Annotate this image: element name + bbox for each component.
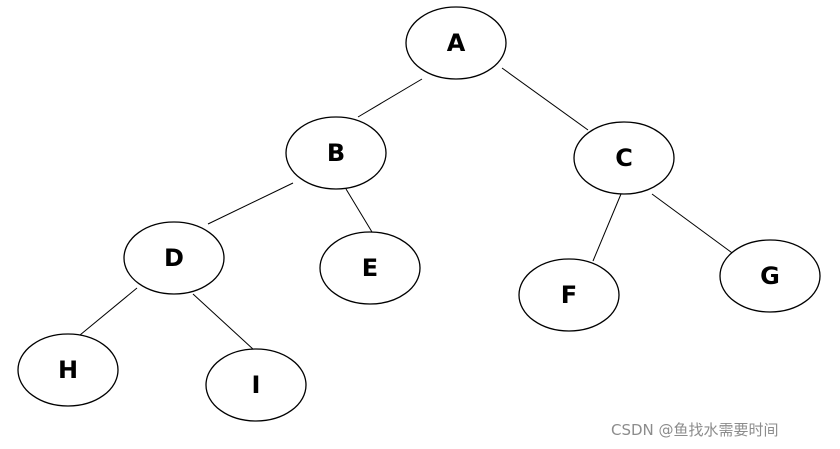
node-c: C [573, 121, 675, 195]
node-g-ellipse [719, 239, 821, 313]
node-b-label: B [327, 139, 345, 167]
node-a-label: A [447, 29, 466, 57]
node-e-ellipse [319, 231, 421, 305]
edge-c-f [592, 193, 622, 262]
edge-b-d [207, 182, 294, 225]
edge-b-e [345, 188, 373, 233]
node-f-label: F [561, 281, 577, 309]
node-e: E [319, 231, 421, 305]
node-i: I [205, 348, 307, 422]
node-i-label: I [252, 371, 261, 399]
node-h-label: H [58, 356, 78, 384]
node-i-ellipse [205, 348, 307, 422]
node-e-label: E [362, 254, 378, 282]
node-d-ellipse [123, 221, 225, 295]
node-d-label: D [164, 244, 184, 272]
node-b: B [285, 116, 387, 190]
tree-nodes: A B C D E F G H I [17, 6, 821, 422]
node-a: A [405, 6, 507, 80]
edge-a-c [501, 67, 589, 131]
edge-c-g [651, 193, 736, 256]
tree-edges [79, 67, 736, 351]
edge-d-h [79, 287, 138, 336]
node-f: F [518, 258, 620, 332]
edge-d-i [192, 293, 255, 351]
csdn-watermark: CSDN @鱼找水需要时间 [611, 421, 779, 439]
edge-a-b [357, 78, 423, 118]
node-g: G [719, 239, 821, 313]
node-g-label: G [760, 262, 780, 290]
node-a-ellipse [405, 6, 507, 80]
node-d: D [123, 221, 225, 295]
node-h-ellipse [17, 333, 119, 407]
node-c-label: C [615, 144, 633, 172]
node-b-ellipse [285, 116, 387, 190]
node-h: H [17, 333, 119, 407]
node-c-ellipse [573, 121, 675, 195]
node-f-ellipse [518, 258, 620, 332]
